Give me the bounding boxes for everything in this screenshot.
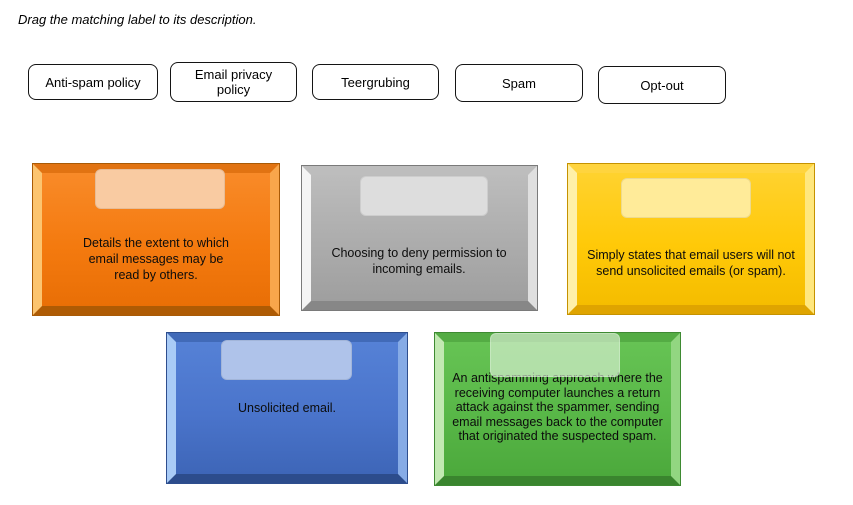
dropzone-gray[interactable] — [360, 176, 488, 216]
label-anti-spam-policy[interactable]: Anti-spam policy — [28, 64, 158, 100]
dropzone-yellow[interactable] — [621, 178, 751, 218]
label-opt-out[interactable]: Opt-out — [598, 66, 726, 104]
dropzone-orange[interactable] — [95, 169, 225, 209]
description-card-yellow: Simply states that email users will not … — [568, 164, 814, 314]
card-description-green: An antispamming approach where the recei… — [452, 371, 663, 443]
card-description-yellow: Simply states that email users will not … — [587, 248, 795, 278]
description-card-orange: Details the extent to which email messag… — [33, 164, 279, 315]
label-email-privacy-policy[interactable]: Email privacy policy — [170, 62, 297, 102]
page-title: Drag the matching label to its descripti… — [18, 12, 257, 27]
dropzone-blue[interactable] — [221, 340, 352, 380]
card-description-blue: Unsolicited email. — [238, 401, 336, 415]
description-card-green: An antispamming approach where the recei… — [435, 333, 680, 485]
label-teergrubing[interactable]: Teergrubing — [312, 64, 439, 100]
label-spam[interactable]: Spam — [455, 64, 583, 102]
dropzone-green[interactable] — [490, 333, 620, 377]
description-card-blue: Unsolicited email. — [167, 333, 407, 483]
card-description-gray: Choosing to deny permission to incoming … — [331, 246, 507, 276]
description-card-gray: Choosing to deny permission to incoming … — [302, 166, 537, 310]
card-description-orange: Details the extent to which email messag… — [83, 236, 229, 282]
